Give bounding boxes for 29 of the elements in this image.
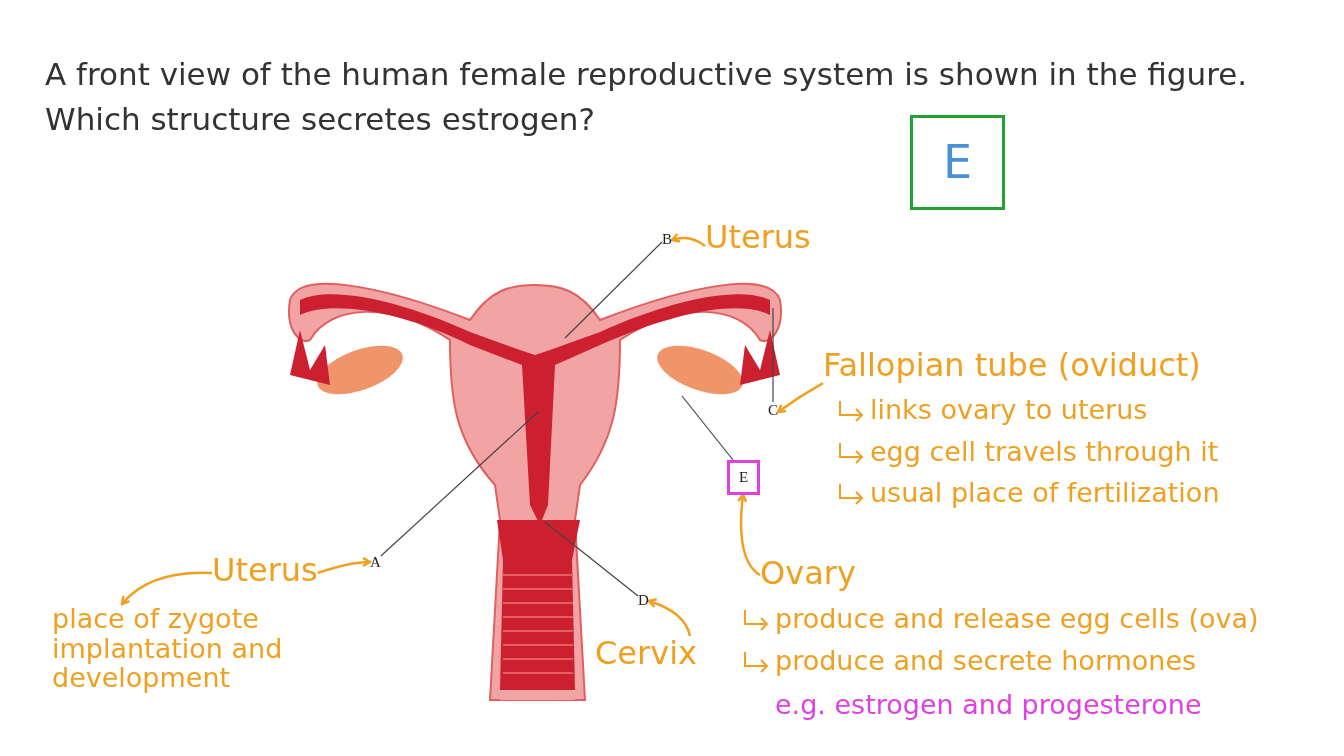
arrow bbox=[670, 232, 706, 247]
leader-line bbox=[681, 395, 734, 461]
leader-line bbox=[772, 307, 774, 403]
arrow bbox=[776, 382, 824, 414]
arrow bbox=[737, 493, 761, 576]
highlighted-label-letter: E bbox=[727, 460, 761, 495]
leader-line bbox=[544, 521, 639, 597]
annotation-text: Uterus bbox=[705, 220, 811, 256]
note-text: e.g. estrogen and progesterone bbox=[775, 690, 1202, 720]
label-letter: D bbox=[638, 592, 649, 609]
arrow bbox=[647, 598, 692, 637]
bullet-text: usual place of fertilization bbox=[870, 478, 1220, 508]
label-letter: A bbox=[370, 554, 381, 571]
label-letter: C bbox=[768, 402, 778, 419]
leader-line bbox=[380, 411, 539, 557]
label-letter: B bbox=[662, 231, 672, 248]
leader-line bbox=[564, 241, 663, 339]
annotation-text: Ovary bbox=[760, 556, 856, 592]
annotation-text: Uterus bbox=[212, 553, 318, 589]
bullet-text: produce and release egg cells (ova) bbox=[775, 604, 1259, 634]
annotation-text: Fallopian tube (oviduct) bbox=[823, 348, 1201, 384]
arrow bbox=[120, 571, 213, 606]
bullet-text: links ovary to uterus bbox=[870, 395, 1148, 425]
bullet-text: produce and secrete hormones bbox=[775, 646, 1197, 676]
arrow bbox=[317, 556, 372, 575]
bullet-text: egg cell travels through it bbox=[870, 437, 1219, 467]
annotation-text: Cervix bbox=[595, 636, 697, 672]
answer-box: E bbox=[910, 115, 1005, 210]
annotation-text: place of zygote implantation and development bbox=[52, 604, 317, 694]
